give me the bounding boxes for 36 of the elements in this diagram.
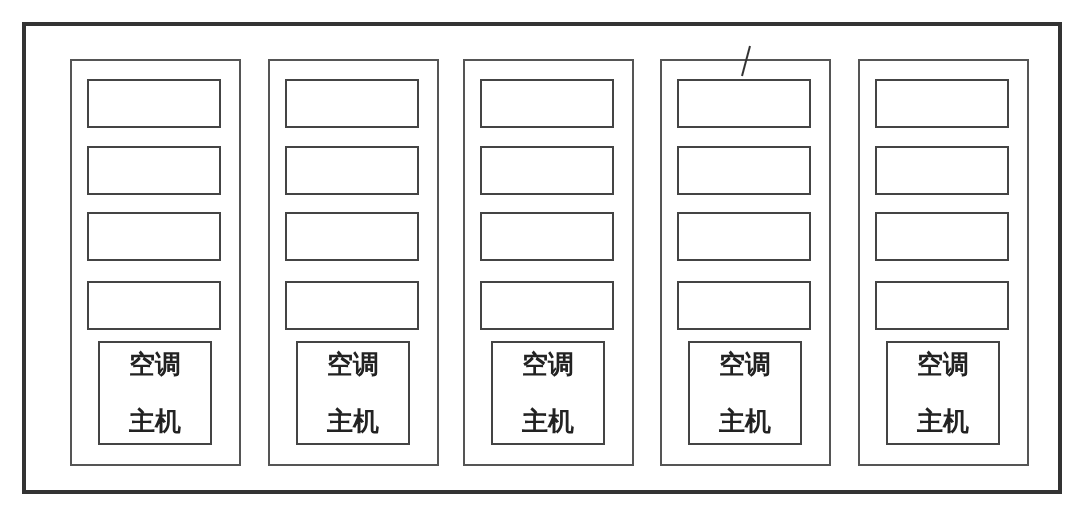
unit-label: 空调主机	[718, 347, 772, 438]
unit-box	[886, 341, 1000, 445]
slot-box	[480, 146, 614, 195]
outer-frame	[22, 22, 1062, 494]
slot-box	[875, 146, 1009, 195]
unit-box	[688, 341, 802, 445]
slot-box	[677, 79, 811, 128]
slot-box	[285, 79, 419, 128]
cabinet-column	[268, 59, 439, 466]
slot-box	[875, 79, 1009, 128]
slot-box	[87, 212, 221, 261]
slot-box	[285, 146, 419, 195]
slot-box	[87, 281, 221, 330]
slot-box	[480, 281, 614, 330]
cabinet-column	[463, 59, 634, 466]
slot-box	[285, 212, 419, 261]
slot-box	[677, 146, 811, 195]
slot-box	[875, 281, 1009, 330]
slot-box	[480, 212, 614, 261]
unit-box	[491, 341, 605, 445]
unit-label: 空调主机	[521, 347, 575, 438]
unit-label: 空调主机	[128, 347, 182, 438]
slot-box	[875, 212, 1009, 261]
slot-box	[87, 146, 221, 195]
slot-box	[480, 79, 614, 128]
unit-box	[98, 341, 212, 445]
cabinet-column	[858, 59, 1029, 466]
unit-box	[296, 341, 410, 445]
cabinet-column	[660, 59, 831, 466]
unit-label: 空调主机	[916, 347, 970, 438]
cabinet-column	[70, 59, 241, 466]
slot-box	[677, 281, 811, 330]
slot-box	[677, 212, 811, 261]
slot-box	[285, 281, 419, 330]
slot-box	[87, 79, 221, 128]
unit-label: 空调主机	[326, 347, 380, 438]
